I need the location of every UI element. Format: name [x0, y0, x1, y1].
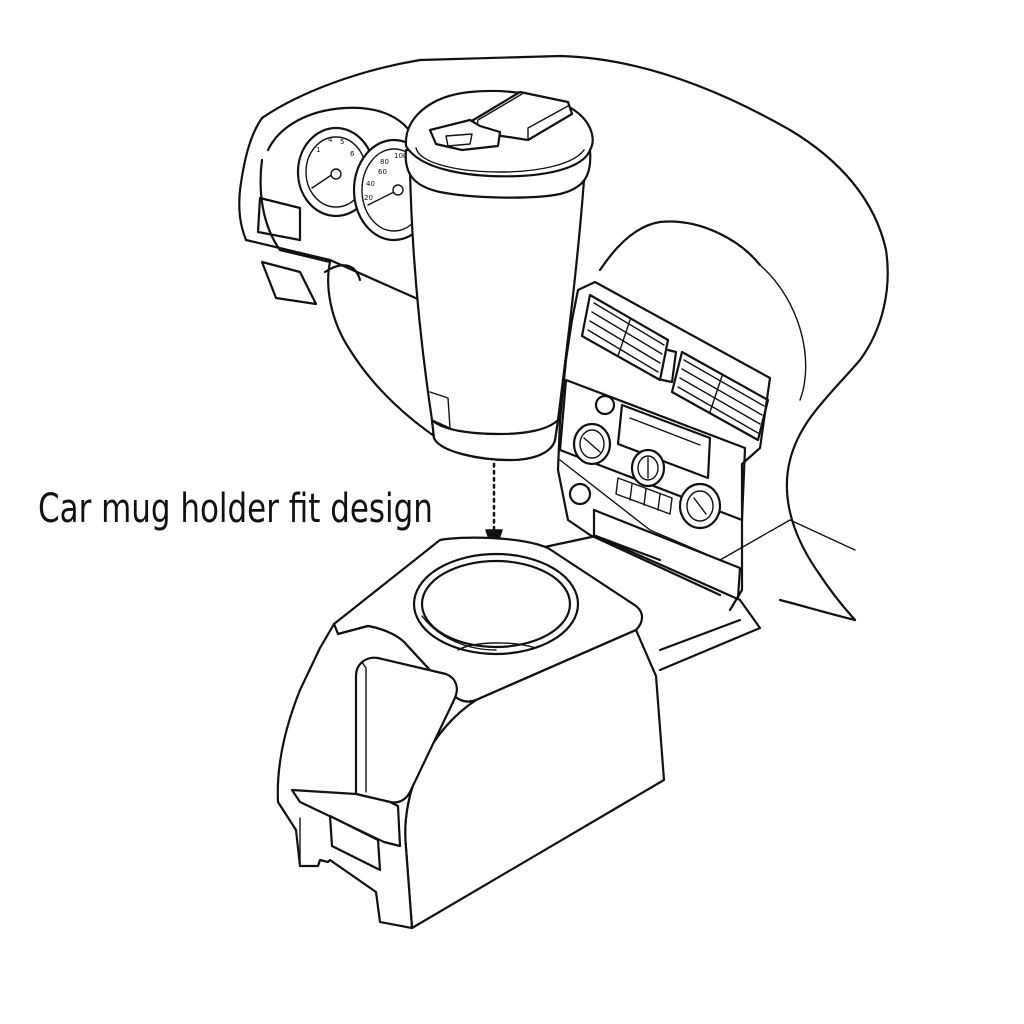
control-knob-middle	[630, 448, 666, 488]
left-dial-number: 1	[316, 146, 320, 154]
radio-panel	[558, 378, 747, 530]
power-knob	[594, 394, 616, 416]
right-dial-number: 80	[380, 158, 389, 166]
floor-tunnel	[538, 534, 762, 672]
air-vent-right	[670, 350, 770, 442]
right-dial-number: 60	[378, 168, 387, 176]
center-stack	[556, 280, 772, 612]
right-dial-number: 20	[364, 194, 373, 202]
left-dial-number: 6	[350, 150, 355, 158]
right-dial-number: 40	[366, 180, 375, 188]
control-knob-right	[678, 482, 722, 530]
travel-mug	[404, 89, 594, 462]
air-vent-left	[580, 293, 670, 382]
control-knob-left	[572, 422, 612, 466]
caption: Car mug holder fit design	[38, 486, 433, 532]
cup-holder-console	[276, 536, 666, 930]
left-dial-number: 4	[328, 136, 333, 144]
left-dial-number: 5	[340, 138, 344, 146]
right-dial-number: 100	[394, 152, 407, 160]
hazard-button	[568, 482, 592, 506]
dashboard	[238, 54, 889, 622]
